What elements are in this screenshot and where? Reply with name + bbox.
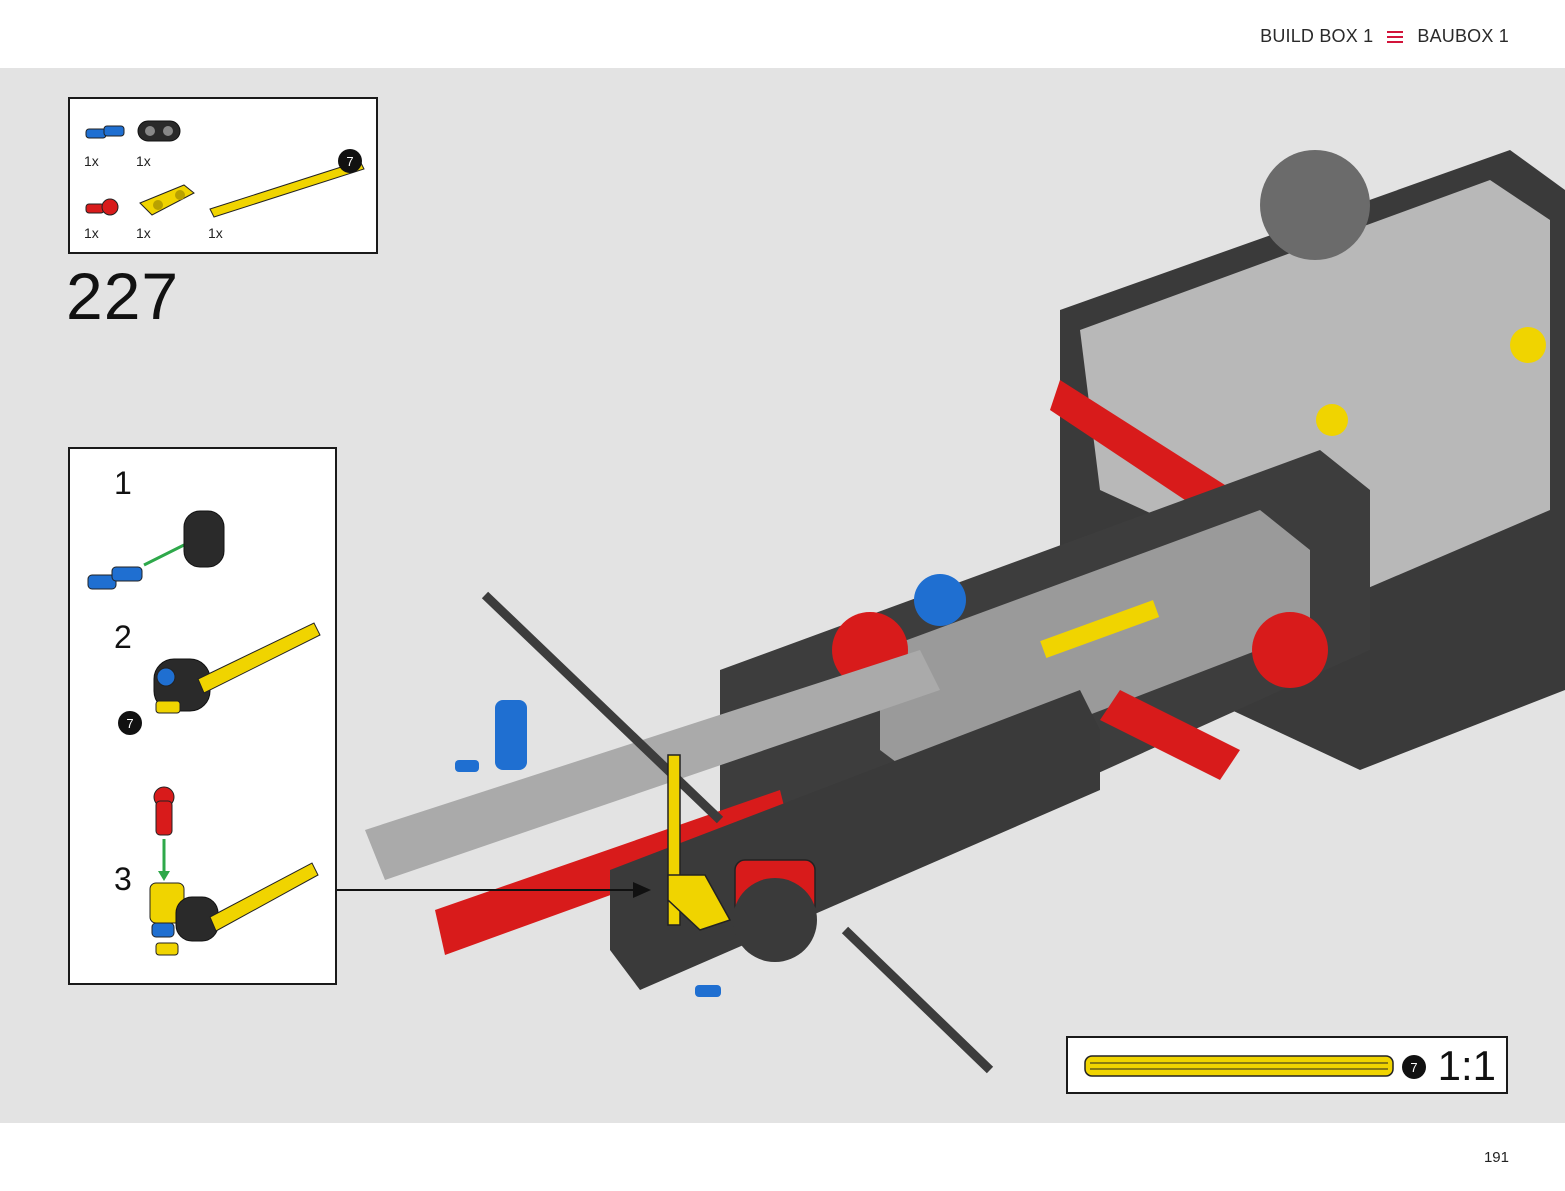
long-axle-left bbox=[481, 591, 724, 824]
sub-step-2-number: 2 bbox=[114, 619, 132, 655]
page-header: BUILD BOX 1 BAUBOX 1 bbox=[0, 0, 1565, 68]
gray-beam-front bbox=[365, 650, 940, 880]
scale-axle-icon bbox=[1084, 1055, 1394, 1077]
menu-lines-icon bbox=[1387, 30, 1404, 43]
qty-5: 1x bbox=[208, 225, 223, 241]
build-box-en: BUILD BOX 1 bbox=[1260, 26, 1374, 46]
blue-pin-left bbox=[455, 760, 479, 772]
callout-arrow-icon bbox=[633, 882, 651, 898]
mid-frame-gray bbox=[880, 510, 1310, 780]
yellow-axle-mid bbox=[1040, 600, 1160, 659]
engine-wheel bbox=[1260, 150, 1370, 260]
qty-2: 1x bbox=[136, 153, 151, 169]
engine-yellow-part bbox=[1510, 327, 1546, 363]
scale-box: 7 1:1 bbox=[1066, 1036, 1508, 1094]
qty-1: 1x bbox=[84, 153, 99, 169]
scale-badge: 7 bbox=[1402, 1055, 1426, 1079]
yellow-axle-icon bbox=[209, 160, 365, 218]
build-box-de: BAUBOX 1 bbox=[1417, 26, 1509, 46]
blue-connector-pin-icon bbox=[85, 125, 125, 139]
yellow-connector-icon bbox=[139, 184, 195, 216]
qty-3: 1x bbox=[84, 225, 99, 241]
dark-frame-front bbox=[610, 690, 1100, 990]
sub-step-1-illustration bbox=[87, 510, 225, 590]
page-number: 191 bbox=[1483, 1149, 1509, 1166]
new-yellow-connector bbox=[667, 874, 732, 931]
sub-step-3-number: 3 bbox=[114, 861, 132, 897]
build-box-label: BUILD BOX 1 BAUBOX 1 bbox=[1260, 26, 1509, 47]
callout-pointer-line bbox=[337, 889, 637, 891]
blue-pin-front bbox=[695, 985, 721, 997]
black-double-connector-icon bbox=[137, 120, 181, 142]
red-pin-icon bbox=[85, 198, 119, 216]
qty-4: 1x bbox=[136, 225, 151, 241]
page-footer: 191 bbox=[0, 1123, 1565, 1191]
red-beam-mid bbox=[1100, 690, 1240, 780]
engine-yellow-part-2 bbox=[1316, 404, 1348, 436]
sub-assembly-box: 1 2 7 3 bbox=[68, 447, 337, 985]
sub-step-2-illustration bbox=[153, 622, 321, 714]
sub-step-1-number: 1 bbox=[114, 465, 132, 501]
blue-column bbox=[495, 700, 527, 770]
length-badge: 7 bbox=[338, 149, 362, 173]
scale-label: 1:1 bbox=[1437, 1042, 1496, 1089]
black-gear bbox=[733, 878, 817, 962]
step-number: 227 bbox=[66, 259, 180, 333]
red-gear-2 bbox=[1252, 612, 1328, 688]
long-axle-right bbox=[841, 926, 994, 1074]
parts-list-box: 1x 1x 1x 1x 7 1x bbox=[68, 97, 378, 254]
blue-gear bbox=[914, 574, 966, 626]
sub-step-2-badge: 7 bbox=[118, 711, 142, 735]
sub-step-3-illustration bbox=[149, 786, 319, 956]
model-illustration bbox=[365, 150, 1565, 1074]
